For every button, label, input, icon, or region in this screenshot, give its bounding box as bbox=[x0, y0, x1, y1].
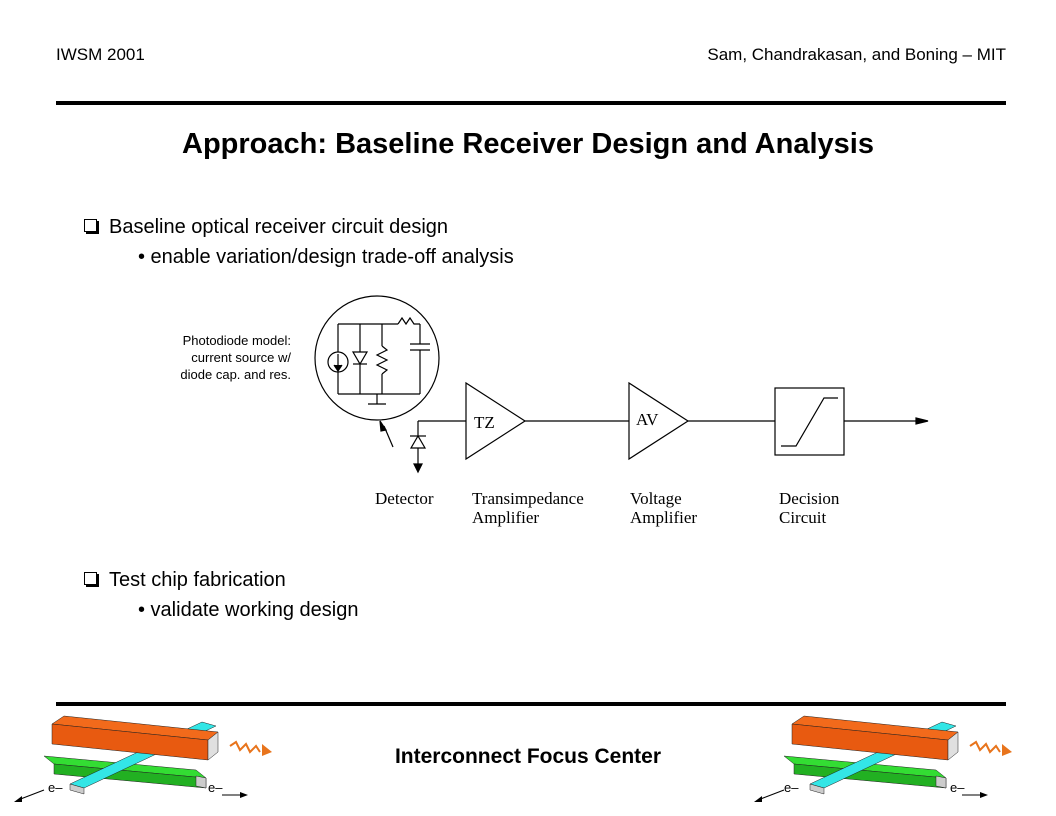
tz-label: TZ bbox=[474, 413, 495, 432]
header-right: Sam, Chandrakasan, and Boning – MIT bbox=[707, 45, 1006, 64]
footer-rule bbox=[56, 702, 1006, 706]
label-detector-line1: Detector bbox=[375, 489, 434, 508]
bullet-2-text: Test chip fabrication bbox=[109, 569, 286, 591]
photodiode-note: Photodiode model: current source w/ diod… bbox=[143, 332, 291, 383]
interconnect-logo-icon bbox=[14, 715, 272, 802]
label-detector: Detector bbox=[375, 489, 434, 508]
electron-label-left-a: e– bbox=[48, 780, 63, 795]
bullet-1-sub: • enable variation/design trade-off anal… bbox=[138, 246, 514, 268]
interconnect-logo-icon bbox=[754, 715, 1012, 802]
note-line-2: current source w/ bbox=[191, 350, 291, 365]
output-arrow-icon bbox=[915, 417, 929, 425]
electron-label-right-a: e– bbox=[784, 780, 799, 795]
header-rule bbox=[56, 101, 1006, 105]
electron-label-right-b: e– bbox=[950, 780, 965, 795]
header-left: IWSM 2001 bbox=[56, 45, 145, 64]
label-decision-line2: Circuit bbox=[779, 508, 827, 527]
transimpedance-amplifier-icon bbox=[465, 381, 527, 461]
footer-title: Interconnect Focus Center bbox=[394, 745, 662, 768]
label-voltage-line2: Amplifier bbox=[630, 508, 698, 527]
label-voltage: Voltage Amplifier bbox=[630, 489, 697, 527]
note-line-3: diode cap. and res. bbox=[180, 367, 291, 382]
label-voltage-line1: Voltage bbox=[630, 489, 682, 508]
label-decision: Decision Circuit bbox=[779, 489, 839, 527]
bullet-1: Baseline optical receiver circuit design bbox=[84, 216, 448, 239]
label-transimpedance: Transimpedance Amplifier bbox=[472, 489, 584, 527]
resistor-icon bbox=[375, 345, 389, 375]
label-transimpedance-line2: Amplifier bbox=[472, 508, 540, 527]
checkbox-bullet-icon bbox=[84, 572, 97, 585]
checkbox-bullet-icon bbox=[84, 219, 97, 232]
av-label: AV bbox=[636, 410, 659, 429]
slide-title: Approach: Baseline Receiver Design and A… bbox=[182, 128, 874, 160]
label-transimpedance-line1: Transimpedance bbox=[472, 489, 584, 508]
voltage-amplifier-icon bbox=[628, 381, 690, 461]
photodiode-model-circle bbox=[314, 295, 440, 421]
bullet-2-sub: • validate working design bbox=[138, 599, 359, 621]
note-line-1: Photodiode model: bbox=[182, 333, 291, 348]
electron-label-left-b: e– bbox=[208, 780, 223, 795]
bullet-2: Test chip fabrication bbox=[84, 569, 286, 592]
bullet-1-text: Baseline optical receiver circuit design bbox=[109, 216, 449, 238]
label-decision-line1: Decision bbox=[779, 489, 840, 508]
diode-icon bbox=[351, 351, 369, 366]
